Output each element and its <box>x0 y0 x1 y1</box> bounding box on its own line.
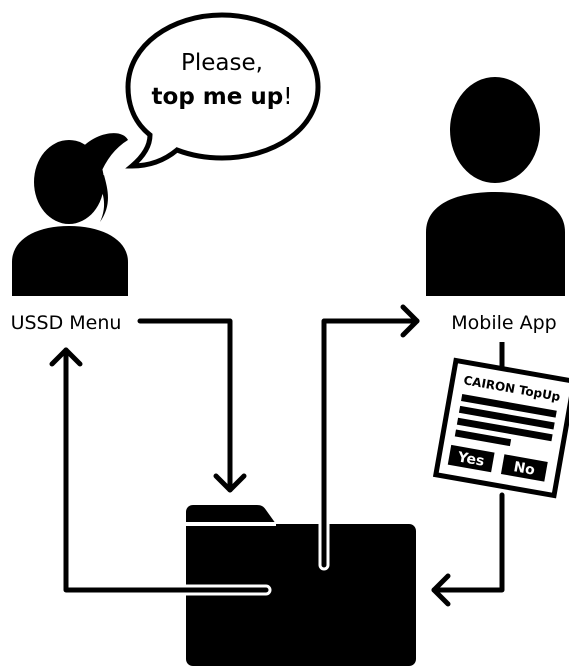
arrow-icon <box>400 304 420 338</box>
phone-card-line <box>458 405 555 430</box>
speech-bubble-icon <box>125 12 321 169</box>
arrow-folder-to-ussd <box>49 344 272 596</box>
phone-no-label: No <box>512 459 536 479</box>
speech-bubble-line1: Please, <box>181 50 263 76</box>
phone-yes-button[interactable] <box>447 444 495 473</box>
ussd-menu-label: USSD Menu <box>11 312 122 334</box>
arrow-ussd-to-folder <box>137 318 247 493</box>
speech-bubble-emphasis: top me up <box>152 84 284 110</box>
phone-screen-icon: CAIRON TopUp Yes No <box>432 357 569 499</box>
woman-user-icon <box>12 133 128 296</box>
speech-bubble-exclaim: ! <box>283 84 292 110</box>
phone-yes-label: Yes <box>455 449 485 470</box>
phone-card-line <box>461 394 557 418</box>
phone-card-line <box>456 417 553 442</box>
arrow-icon <box>49 347 83 367</box>
arrow-app-to-folder <box>431 492 505 607</box>
gear-hub <box>346 609 364 627</box>
flow-arrows <box>49 304 505 607</box>
speech-bubble: Please, top me up! <box>125 12 321 169</box>
mobile-app-label: Mobile App <box>451 312 556 334</box>
man-user-icon <box>426 77 565 296</box>
arrow-icon <box>213 473 247 493</box>
phone-card-line <box>454 429 512 447</box>
speech-bubble-line2: top me up! <box>152 84 293 110</box>
gear-hub <box>300 591 310 601</box>
arrow-icon <box>431 573 451 607</box>
arrow-folder-to-app <box>318 304 423 571</box>
gear-hub <box>366 559 378 571</box>
phone-no-button[interactable] <box>500 454 548 482</box>
